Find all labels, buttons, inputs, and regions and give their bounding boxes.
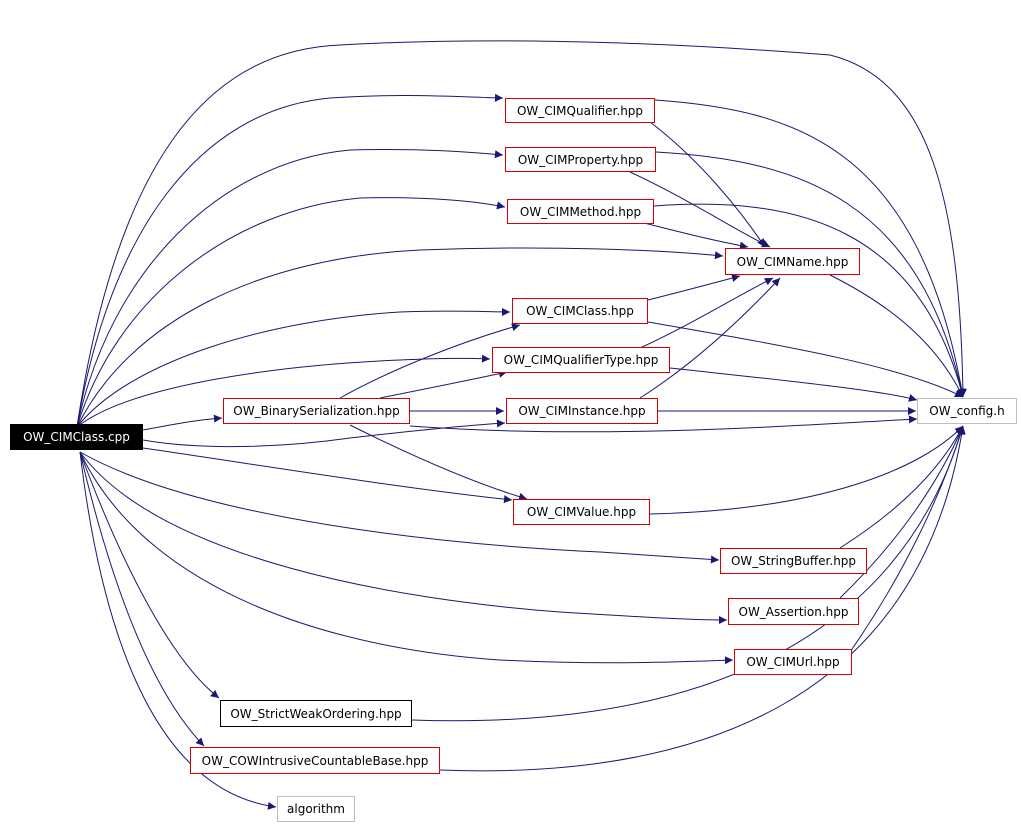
edge-cimclasscpp-to-cimclasshpp <box>76 307 511 428</box>
node-cimqualifier[interactable]: OW_CIMQualifier.hpp <box>505 98 655 123</box>
node-config[interactable]: OW_config.h <box>917 398 1017 424</box>
edge-cimclasscpp-to-cimname <box>76 247 724 428</box>
node-assertion[interactable]: OW_Assertion.hpp <box>728 598 859 625</box>
edge-cowintrusive-to-config <box>439 425 966 772</box>
node-cimclass-hpp[interactable]: OW_CIMClass.hpp <box>512 298 648 324</box>
node-strictweakordering[interactable]: OW_StrictWeakOrdering.hpp <box>220 700 412 727</box>
edge-cimmethod-to-cimname <box>639 221 749 250</box>
edge-binaryserialization-to-cimclasshpp <box>339 323 521 399</box>
node-binaryserialization[interactable]: OW_BinarySerialization.hpp <box>223 398 410 424</box>
edge-cimqualifiertype-to-config <box>669 367 918 402</box>
edge-cimqualifiertype-to-cimname <box>639 277 774 349</box>
node-cimurl[interactable]: OW_CIMUrl.hpp <box>734 649 852 675</box>
node-cimmethod[interactable]: OW_CIMMethod.hpp <box>507 199 654 224</box>
edge-cimqualifier-to-config <box>654 99 966 398</box>
edge-cimproperty-to-cimname <box>629 171 771 248</box>
node-cimname[interactable]: OW_CIMName.hpp <box>725 248 860 275</box>
edge-cimclasscpp-to-cimurl <box>79 451 734 665</box>
edge-cimclasscpp-to-cimqualifiertype <box>76 354 491 428</box>
edge-binaryserialization-to-config <box>409 415 918 433</box>
node-cimvalue[interactable]: OW_CIMValue.hpp <box>513 499 650 525</box>
edge-cimclasscpp-to-binaryserialization <box>142 414 223 431</box>
edge-cimclasscpp-to-cowintrusive <box>79 451 205 747</box>
edge-cimclasscpp-to-strictweakordering <box>79 451 220 699</box>
edge-cimclasscpp-to-cimqualifier <box>76 93 504 428</box>
node-cowintrusive[interactable]: OW_COWIntrusiveCountableBase.hpp <box>190 747 440 774</box>
edge-cimclasscpp-to-cimproperty <box>76 148 504 428</box>
edge-cimvalue-to-config <box>649 425 964 515</box>
edge-cimclasscpp-to-config-top <box>76 40 967 428</box>
edge-cimclasscpp-to-assertion <box>79 451 728 624</box>
edge-assertion-to-config <box>839 425 964 599</box>
node-cimclass-cpp[interactable]: OW_CIMClass.cpp <box>10 424 143 450</box>
edge-cimclasscpp-to-ciminstance <box>142 419 506 448</box>
edge-cimurl-to-config <box>849 425 965 653</box>
node-stringbuffer[interactable]: OW_StringBuffer.hpp <box>720 548 867 574</box>
edge-stringbuffer-to-config <box>839 425 964 549</box>
edge-cimclasscpp-to-algorithm <box>79 451 277 810</box>
edge-cimclasscpp-to-stringbuffer <box>79 451 720 564</box>
edge-cimname-to-config <box>829 274 964 398</box>
edge-cimclasshpp-to-cimname <box>647 274 741 301</box>
node-cimproperty[interactable]: OW_CIMProperty.hpp <box>505 147 656 172</box>
edge-cimproperty-to-config <box>655 151 966 398</box>
edge-binaryserialization-to-cimvalue <box>349 424 528 501</box>
edge-strictweakordering-to-config <box>411 425 965 722</box>
node-algorithm[interactable]: algorithm <box>277 796 355 822</box>
edge-cimclasshpp-to-config <box>647 321 964 398</box>
edge-cimmethod-to-config <box>653 203 965 398</box>
edge-cimclasscpp-to-cimmethod <box>76 197 506 428</box>
edge-binaryserialization-to-cimqualifiertype <box>379 369 508 399</box>
node-ciminstance[interactable]: OW_CIMInstance.hpp <box>506 398 658 424</box>
edge-cimqualifier-to-cimname <box>649 121 766 248</box>
edge-ciminstance-to-cimname <box>639 277 781 399</box>
node-cimqualifiertype[interactable]: OW_CIMQualifierType.hpp <box>492 347 670 373</box>
edge-cimclasscpp-to-cimvalue <box>142 447 513 504</box>
